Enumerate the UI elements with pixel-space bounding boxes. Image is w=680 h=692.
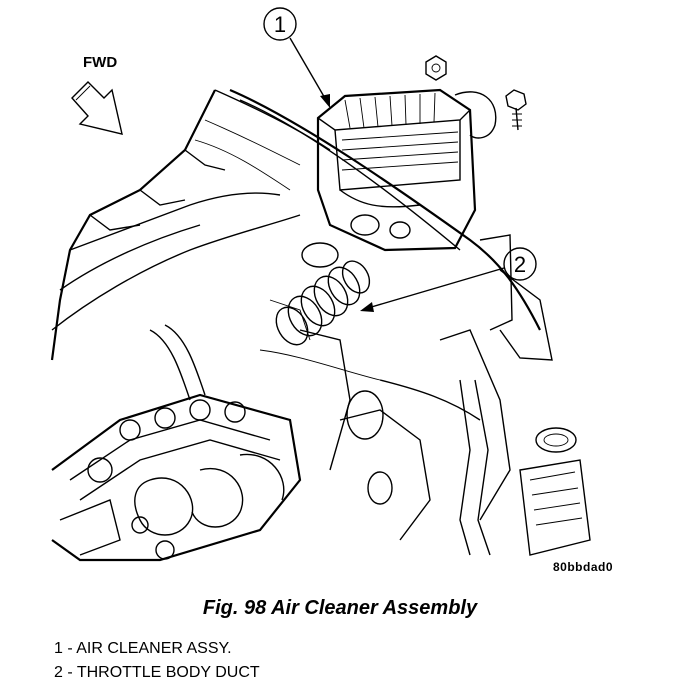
inner-fender-panel bbox=[229, 88, 553, 556]
figure-caption: Fig. 98 Air Cleaner Assembly bbox=[202, 597, 478, 619]
throttle-body-duct bbox=[275, 242, 371, 346]
engine-block bbox=[51, 324, 302, 562]
fender-body-outline bbox=[50, 89, 331, 361]
engine-bay-illustration: 1 2 bbox=[50, 7, 591, 562]
right-side-components bbox=[479, 234, 591, 556]
legend-item: 1 - AIR CLEANER ASSY. bbox=[54, 640, 232, 657]
direction-label: FWD bbox=[83, 54, 118, 71]
legend: 1 - AIR CLEANER ASSY. 2 - THROTTLE BODY … bbox=[54, 637, 260, 685]
figure-code: 80bbdad0 bbox=[553, 560, 614, 574]
callout-1 bbox=[263, 7, 330, 108]
bolt-icon bbox=[425, 55, 447, 81]
air-cleaner-assembly bbox=[316, 88, 497, 252]
callout-number-2: 2 bbox=[514, 252, 526, 277]
callout-2 bbox=[360, 247, 537, 312]
forward-direction-arrow-icon bbox=[71, 81, 123, 135]
legend-item: 2 - THROTTLE BODY DUCT bbox=[54, 664, 260, 681]
bolt-icon bbox=[505, 89, 527, 131]
callout-number-1: 1 bbox=[274, 12, 286, 37]
